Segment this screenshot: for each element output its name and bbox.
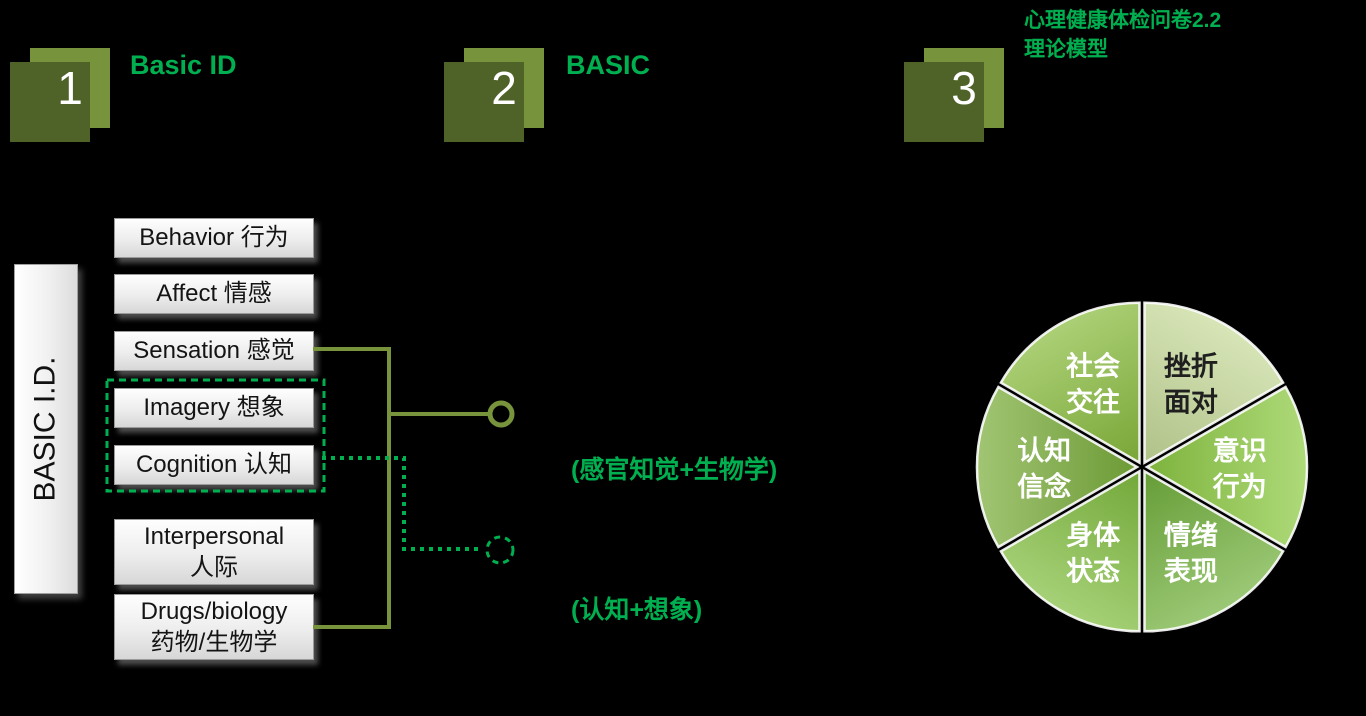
basic-id-bar-label: BASIC I.D. (29, 356, 63, 502)
wheel-segment-3 (999, 469, 1141, 633)
wheel-segment-label: 挫折面对 (1164, 351, 1218, 417)
slide-title: 心理健康体检问卷2.2 理论模型 (1024, 6, 1221, 65)
dotted-connector (322, 456, 483, 551)
bracket-line (313, 347, 391, 629)
step-number-1: 1 (57, 62, 83, 114)
basic-id-item-drugs-biology: Drugs/biology 药物/生物学 (114, 594, 314, 660)
wheel-segment-1 (1144, 385, 1309, 549)
item-label: 人际 (190, 554, 238, 581)
item-label: Interpersonal (143, 522, 285, 550)
item-label: Behavior 行为 (139, 224, 289, 252)
wheel-segment-2 (1143, 469, 1285, 633)
wheel-segment-4 (975, 385, 1140, 549)
item-label: Drugs/biology (140, 597, 288, 625)
item-label: Cognition 认知 (135, 451, 293, 479)
item-label: Imagery 想象 (143, 394, 285, 422)
wheel-segment-label: 认知信念 (1017, 436, 1071, 502)
step-number-3: 3 (951, 62, 977, 114)
basic-id-item-cognition: Cognition 认知 (114, 445, 314, 485)
basic-id-item-behavior: Behavior 行为 (114, 218, 314, 258)
basic-id-item-interpersonal: Interpersonal 人际 (114, 519, 314, 585)
item-label: 药物/生物学 (150, 629, 278, 656)
step-label-basic: BASIC (566, 50, 651, 80)
step-square-3: 3 (904, 48, 1004, 142)
basic-id-bar: BASIC I.D. (14, 264, 78, 594)
item-label: Affect 情感 (156, 280, 272, 308)
annotation-cognition-imagery: (认知+想象) (571, 596, 703, 624)
item-label: Sensation 感觉 (133, 337, 295, 365)
slide-title-line2: 理论模型 (1024, 38, 1108, 62)
step-square-2: 2 (444, 48, 544, 142)
step-label-basic-id: Basic ID (130, 50, 237, 80)
wheel-segment-0 (1143, 301, 1285, 465)
wheel-segment-5 (999, 301, 1141, 465)
basic-id-item-sensation: Sensation 感觉 (114, 331, 314, 371)
slide-title-line1: 心理健康体检问卷2.2 (1024, 9, 1222, 32)
bracket-circle (487, 400, 515, 428)
basic-id-item-imagery: Imagery 想象 (114, 388, 314, 428)
step-number-2: 2 (491, 62, 517, 114)
step-square-1: 1 (10, 48, 110, 142)
wheel-segment-label: 社会交往 (1066, 350, 1120, 417)
basic-id-item-affect: Affect 情感 (114, 274, 314, 314)
annotation-sensation-biology: (感官知觉+生物学) (571, 456, 778, 484)
dotted-circle (485, 535, 515, 565)
wheel-segment-label: 意识行为 (1212, 435, 1267, 502)
wheel-segment-label: 情绪表现 (1164, 521, 1218, 587)
wheel-segment-label: 身体状态 (1066, 520, 1121, 587)
